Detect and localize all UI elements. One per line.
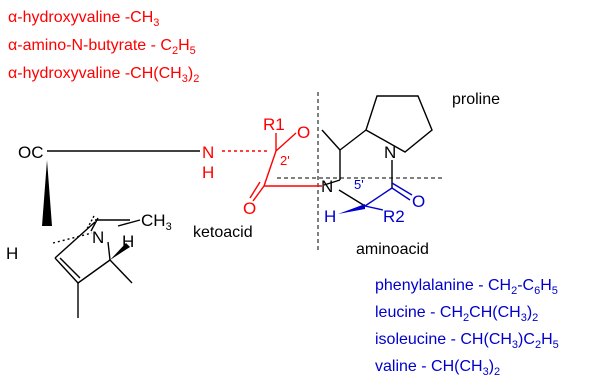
amide-h-label: H — [202, 163, 214, 182]
ketoacid-label: ketoacid — [193, 224, 253, 241]
ring-oxygen-label: O — [297, 123, 310, 142]
r2-label: R2 — [383, 207, 405, 226]
ketoacid-substituent-legend: α-hydroxyvaline -CH3 α-amino-N-butyrate … — [8, 9, 199, 85]
proline-n-label: N — [384, 143, 396, 162]
lysergic-core-bonds — [47, 150, 200, 318]
wedge-bond-h — [110, 243, 130, 260]
wedge-bond-amino-h — [338, 204, 365, 214]
h-right-label: H — [122, 232, 134, 251]
fragment-divider-lines — [277, 92, 445, 250]
ketoacid-legend-item: α-hydroxyvaline -CH3 — [8, 9, 159, 29]
r1-label: R1 — [263, 115, 285, 134]
ketoacid-legend-item: α-hydroxyvaline -CH(CH3)2 — [8, 65, 199, 85]
aminoacid-legend-item: valine - CH(CH3)2 — [375, 358, 500, 378]
oc-label: OC — [18, 143, 44, 162]
aminoacid-label: aminoacid — [356, 241, 429, 258]
proline-label: proline — [452, 91, 500, 108]
ketoacid-legend-item: α-amino-N-butyrate - C2H5 — [8, 37, 196, 57]
amino-h-label: H — [324, 207, 336, 226]
position-5-label: 5' — [354, 177, 364, 192]
aminoacid-substituent-legend: phenylalanine - CH2-C6H5 leucine - CH2CH… — [375, 277, 559, 378]
aminoacid-legend-item: phenylalanine - CH2-C6H5 — [375, 277, 558, 297]
proline-bonds — [321, 95, 433, 207]
aminoacid-legend-item: isoleucine - CH(CH3)C2H5 — [375, 331, 559, 351]
h-left-label: H — [6, 244, 18, 263]
keto-oxygen-label: O — [243, 199, 256, 218]
aminoacid-legend-item: leucine - CH2CH(CH3)2 — [375, 304, 538, 324]
methyl-label: CH3 — [141, 211, 172, 233]
aminoacid-bonds — [364, 182, 413, 211]
wedge-bond-oc — [42, 160, 52, 226]
amide-n-label: N — [202, 143, 214, 162]
position-2-label: 2' — [280, 153, 290, 168]
ketoacid-bonds — [222, 132, 322, 202]
center-n-label: N — [321, 177, 333, 196]
amino-oxygen-label: O — [412, 192, 425, 211]
lyserg-n-label: N — [92, 228, 104, 247]
